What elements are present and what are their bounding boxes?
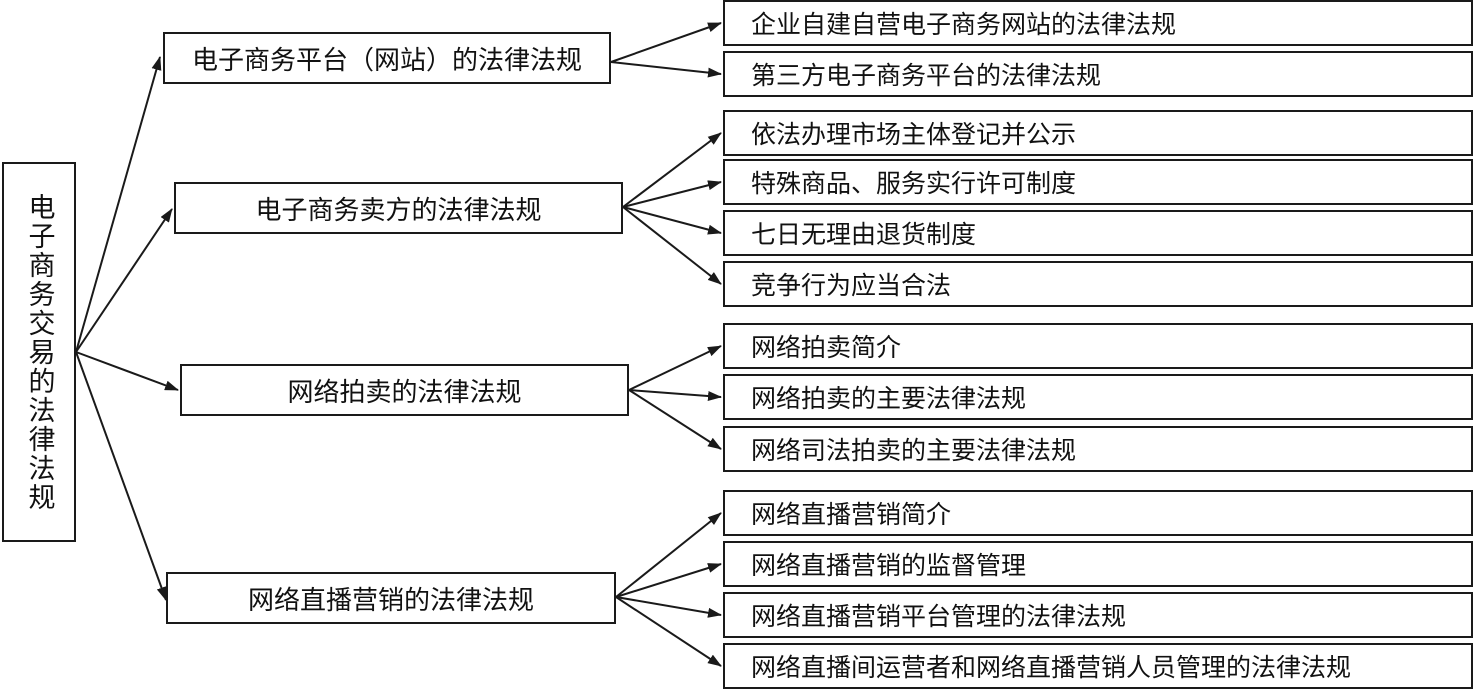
root-node: 电子商务交易的法律法规: [2, 162, 76, 542]
arrow-livestream-to-leaf-0: [615, 512, 722, 598]
branch-node-auction: 网络拍卖的法律法规: [180, 364, 629, 416]
leaf-node: 特殊商品、服务实行许可制度: [723, 159, 1473, 205]
leaf-node-label: 七日无理由退货制度: [751, 220, 977, 249]
leaf-node: 七日无理由退货制度: [723, 210, 1473, 256]
leaf-node-label: 网络直播营销平台管理的法律法规: [751, 602, 1127, 631]
leaf-node-label: 网络拍卖简介: [751, 333, 902, 362]
branch-node-label: 网络拍卖的法律法规: [287, 377, 522, 408]
leaf-node: 网络直播营销简介: [723, 490, 1473, 536]
leaf-node-label: 第三方电子商务平台的法律法规: [751, 61, 1102, 90]
arrow-seller-to-leaf-3: [622, 206, 722, 285]
arrow-auction-to-leaf-0: [628, 345, 722, 391]
arrow-auction-to-leaf-1: [628, 389, 722, 401]
arrow-platform-to-leaf-0: [610, 22, 722, 63]
arrow-livestream-to-leaf-2: [615, 596, 722, 618]
arrow-seller-to-leaf-2: [622, 206, 722, 235]
leaf-node: 网络直播营销平台管理的法律法规: [723, 592, 1473, 638]
leaf-node-label: 网络直播间运营者和网络直播营销人员管理的法律法规: [751, 653, 1352, 682]
branch-node-label: 电子商务平台（网站）的法律法规: [191, 45, 582, 76]
branch-node-label: 网络直播营销的法律法规: [247, 585, 534, 616]
leaf-node-label: 特殊商品、服务实行许可制度: [751, 169, 1077, 198]
leaf-node: 网络司法拍卖的主要法律法规: [723, 426, 1473, 472]
arrow-root-to-auction: [75, 351, 179, 391]
arrow-root-to-platform: [75, 56, 162, 353]
arrow-seller-to-leaf-1: [622, 180, 722, 208]
arrow-seller-to-leaf-0: [622, 132, 722, 208]
leaf-node: 竞争行为应当合法: [723, 261, 1473, 307]
leaf-node-label: 企业自建自营电子商务网站的法律法规: [751, 10, 1177, 39]
leaf-node-label: 网络直播营销的监督管理: [751, 551, 1027, 580]
leaf-node-label: 网络直播营销简介: [751, 500, 952, 529]
leaf-node: 网络直播间运营者和网络直播营销人员管理的法律法规: [723, 643, 1473, 689]
arrow-livestream-to-leaf-3: [615, 596, 722, 667]
leaf-node: 网络直播营销的监督管理: [723, 541, 1473, 587]
branch-node-livestream: 网络直播营销的法律法规: [166, 572, 616, 624]
branch-node-platform: 电子商务平台（网站）的法律法规: [163, 32, 611, 84]
leaf-node-label: 网络拍卖的主要法律法规: [751, 384, 1027, 413]
arrow-platform-to-leaf-1: [610, 61, 722, 78]
branch-node-seller: 电子商务卖方的法律法规: [174, 182, 623, 234]
leaf-node: 第三方电子商务平台的法律法规: [723, 51, 1473, 97]
leaf-node-label: 依法办理市场主体登记并公示: [751, 120, 1077, 149]
leaf-node: 网络拍卖的主要法律法规: [723, 374, 1473, 420]
arrow-root-to-seller: [75, 208, 173, 353]
leaf-node-label: 竞争行为应当合法: [751, 271, 952, 300]
arrow-root-to-livestream: [75, 351, 167, 601]
leaf-node: 网络拍卖简介: [723, 323, 1473, 369]
arrow-auction-to-leaf-2: [628, 389, 722, 450]
leaf-node: 依法办理市场主体登记并公示: [723, 110, 1473, 156]
root-node-label: 电子商务交易的法律法规: [23, 192, 55, 512]
leaf-node-label: 网络司法拍卖的主要法律法规: [751, 436, 1077, 465]
leaf-node: 企业自建自营电子商务网站的法律法规: [723, 0, 1473, 46]
arrow-livestream-to-leaf-1: [615, 563, 722, 598]
branch-node-label: 电子商务卖方的法律法规: [255, 195, 542, 226]
